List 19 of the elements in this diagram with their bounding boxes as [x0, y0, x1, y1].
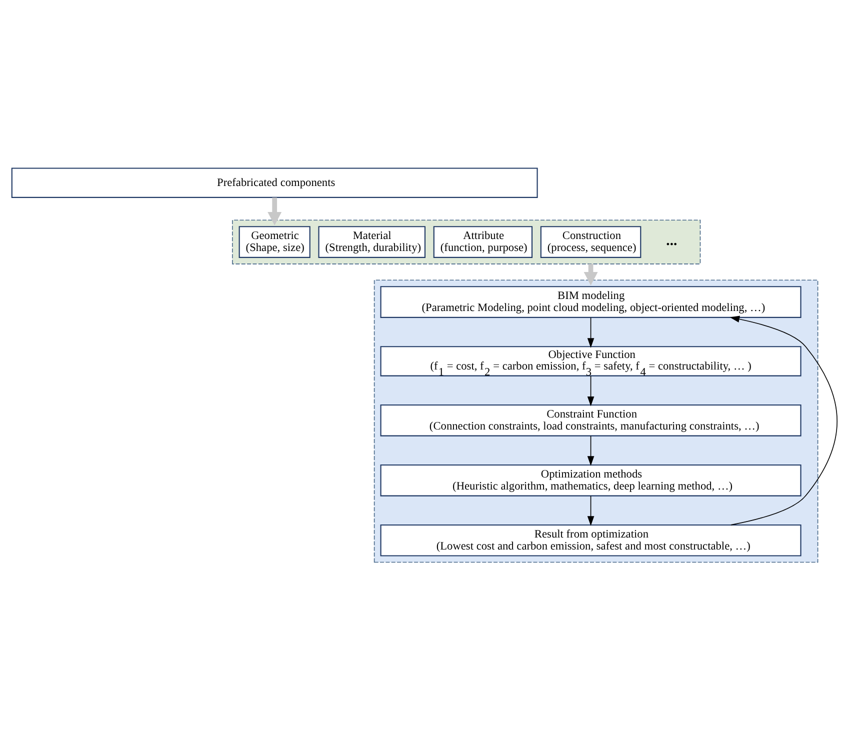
node-box: Optimization methods (Heuristic algorithm, mathematics, deep learning method, …)	[380, 464, 802, 496]
cluster	[232, 219, 701, 264]
node-box: Constraint Function (Connection constraints, load constraints, manufacturing constraints, …)	[380, 404, 802, 436]
node-box: Prefabricated components	[11, 167, 538, 198]
node-box: Material (Strength, durability)	[318, 226, 426, 258]
node-box: Geometric (Shape, size)	[238, 226, 310, 258]
arrow	[587, 375, 594, 406]
arrow	[268, 197, 282, 225]
arrow	[730, 315, 838, 525]
label: ...	[666, 232, 678, 248]
node-box: Construction (process, sequence)	[540, 226, 642, 258]
node-box: Result from optimization (Lowest cost and carbon emission, safest and most constructable, …)	[380, 524, 802, 556]
arrow	[584, 263, 598, 285]
arrow	[587, 316, 594, 348]
cluster	[374, 279, 818, 562]
arrow	[587, 495, 594, 526]
node-box: Attribute (function, purpose)	[433, 226, 533, 258]
node-box: BIM modeling (Parametric Modeling, point cloud modeling, object-oriented modeling, …)	[380, 286, 802, 318]
arrow	[587, 435, 594, 466]
